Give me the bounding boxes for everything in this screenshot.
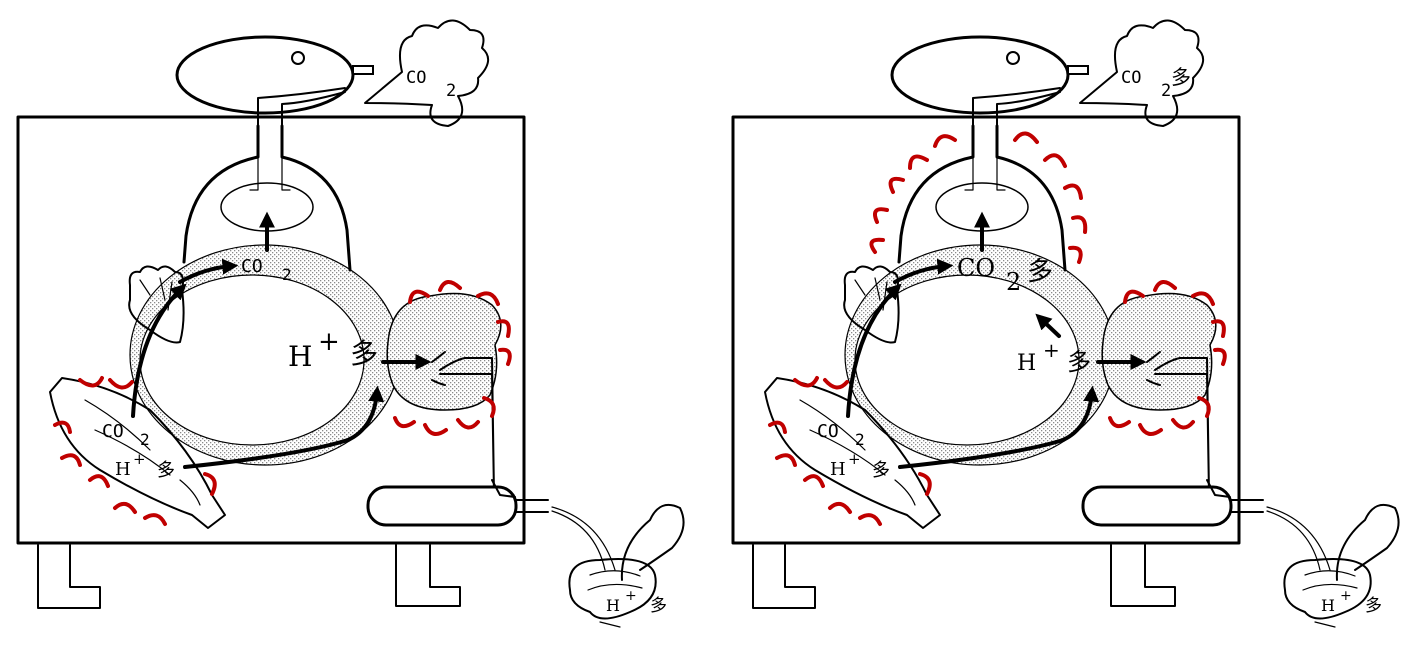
blood-h-suffix: 多: [1067, 348, 1091, 376]
muscle-h-sup: +: [133, 450, 146, 468]
muscle-co2-label: CO: [102, 421, 124, 442]
muscle-co2-sub: 2: [140, 430, 150, 449]
exhaust-co2-label: CO: [1121, 68, 1141, 88]
blood-h-sup: +: [318, 327, 340, 357]
exhaust-co2-sub: 2: [446, 81, 456, 101]
urine-h-label: H: [606, 596, 620, 615]
urine-h-label: H: [1321, 596, 1335, 615]
lung-co2-label: CO: [241, 256, 263, 277]
muscle-co2-sub: 2: [855, 430, 865, 449]
muscle-h-label: H: [115, 459, 131, 480]
exhaust-co2-suffix: 多: [1171, 65, 1191, 89]
exhaust-co2-sub: 2: [1161, 81, 1171, 101]
panel-right: CO 2 CO 2 多 CO 2 多 H + 多 H + 多 H + 多: [733, 20, 1399, 627]
blood-h-label: H: [288, 340, 312, 373]
urine-h-suffix: 多: [650, 596, 667, 616]
urine-h-suffix: 多: [1365, 596, 1382, 616]
lung-co2-sub: 2: [282, 265, 292, 284]
lung-co2-label: CO: [957, 254, 995, 282]
lung-co2-suffix: 多: [1027, 257, 1053, 287]
muscle-h-suffix: 多: [872, 460, 890, 481]
muscle-h-sup: +: [848, 450, 861, 468]
urine-h-sup: +: [1340, 588, 1352, 604]
urine-h-sup: +: [625, 588, 637, 604]
blood-h-suffix: 多: [350, 337, 378, 370]
muscle-co2-label: CO: [817, 421, 839, 442]
panel-left: CO 2 CO 2 CO 2 H + 多 H + 多 H + 多: [18, 20, 684, 627]
blood-h-sup: +: [1043, 338, 1060, 362]
muscle-h-suffix: 多: [157, 460, 175, 481]
blood-h-label: H: [1017, 351, 1036, 376]
muscle-h-label: H: [830, 459, 846, 480]
lung-co2-sub: 2: [1006, 268, 1021, 296]
exhaust-co2-label: CO: [406, 68, 426, 88]
